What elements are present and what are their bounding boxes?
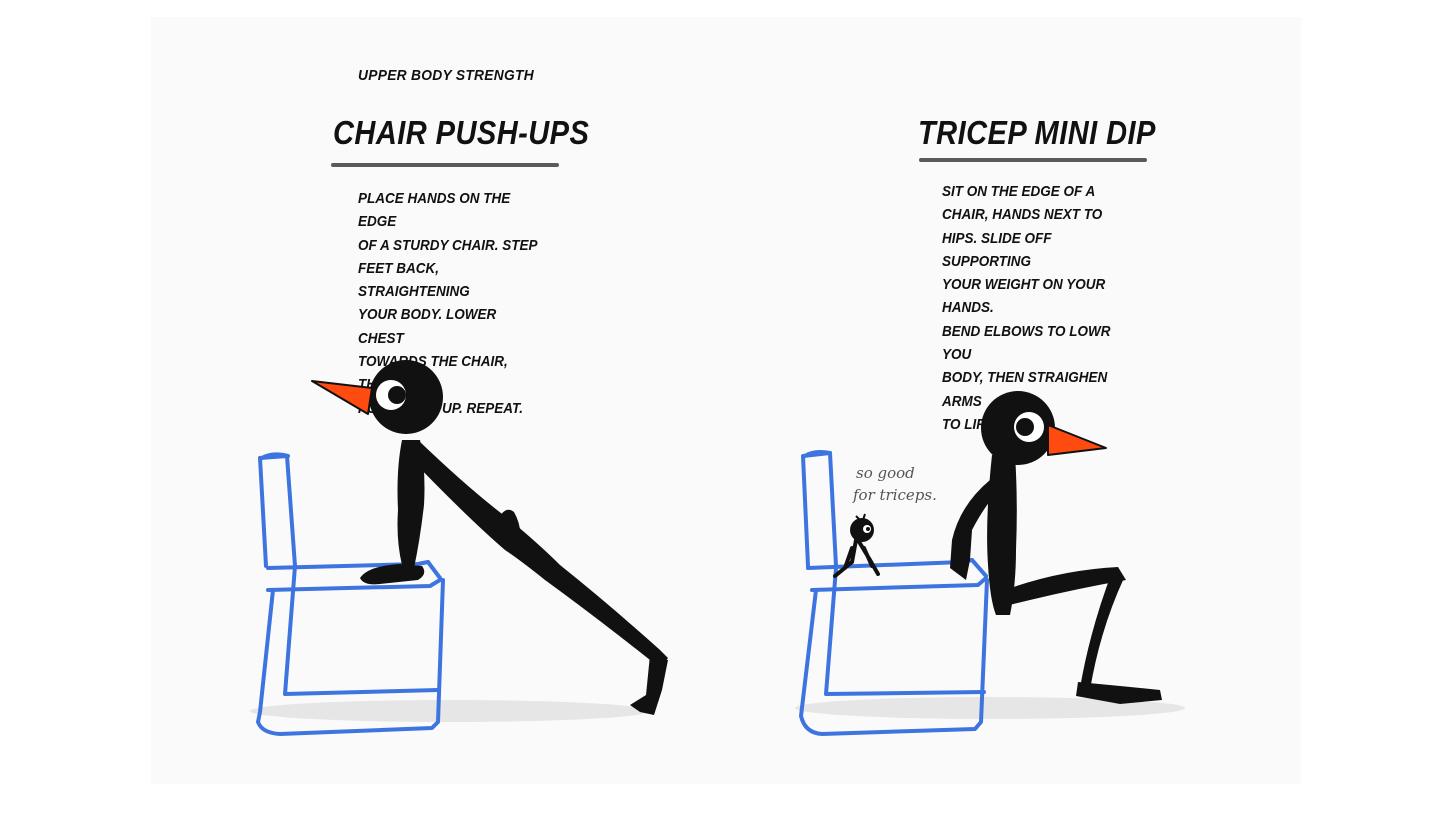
speech-line-1: so good — [856, 464, 915, 482]
floor-shadow — [795, 697, 1185, 719]
section-label: UPPER BODY STRENGTH — [358, 67, 534, 84]
small-bird — [833, 513, 880, 578]
page-background — [151, 17, 1301, 784]
chair-left — [256, 452, 445, 736]
exercise-title-chair-push-ups: CHAIR PUSH-UPS — [333, 114, 590, 151]
bird-dip — [950, 391, 1162, 704]
floor-shadow — [250, 700, 650, 722]
exercise-description-tricep-mini-dip: SIT ON THE EDGE OF A CHAIR, HANDS NEXT T… — [942, 183, 1111, 433]
exercise-title-tricep-mini-dip: TRICEP MINI DIP — [918, 114, 1156, 151]
title-underline — [331, 163, 559, 167]
title-underline — [919, 158, 1147, 162]
speech-line-2: for triceps. — [852, 486, 937, 504]
bird-pushup — [311, 360, 668, 715]
